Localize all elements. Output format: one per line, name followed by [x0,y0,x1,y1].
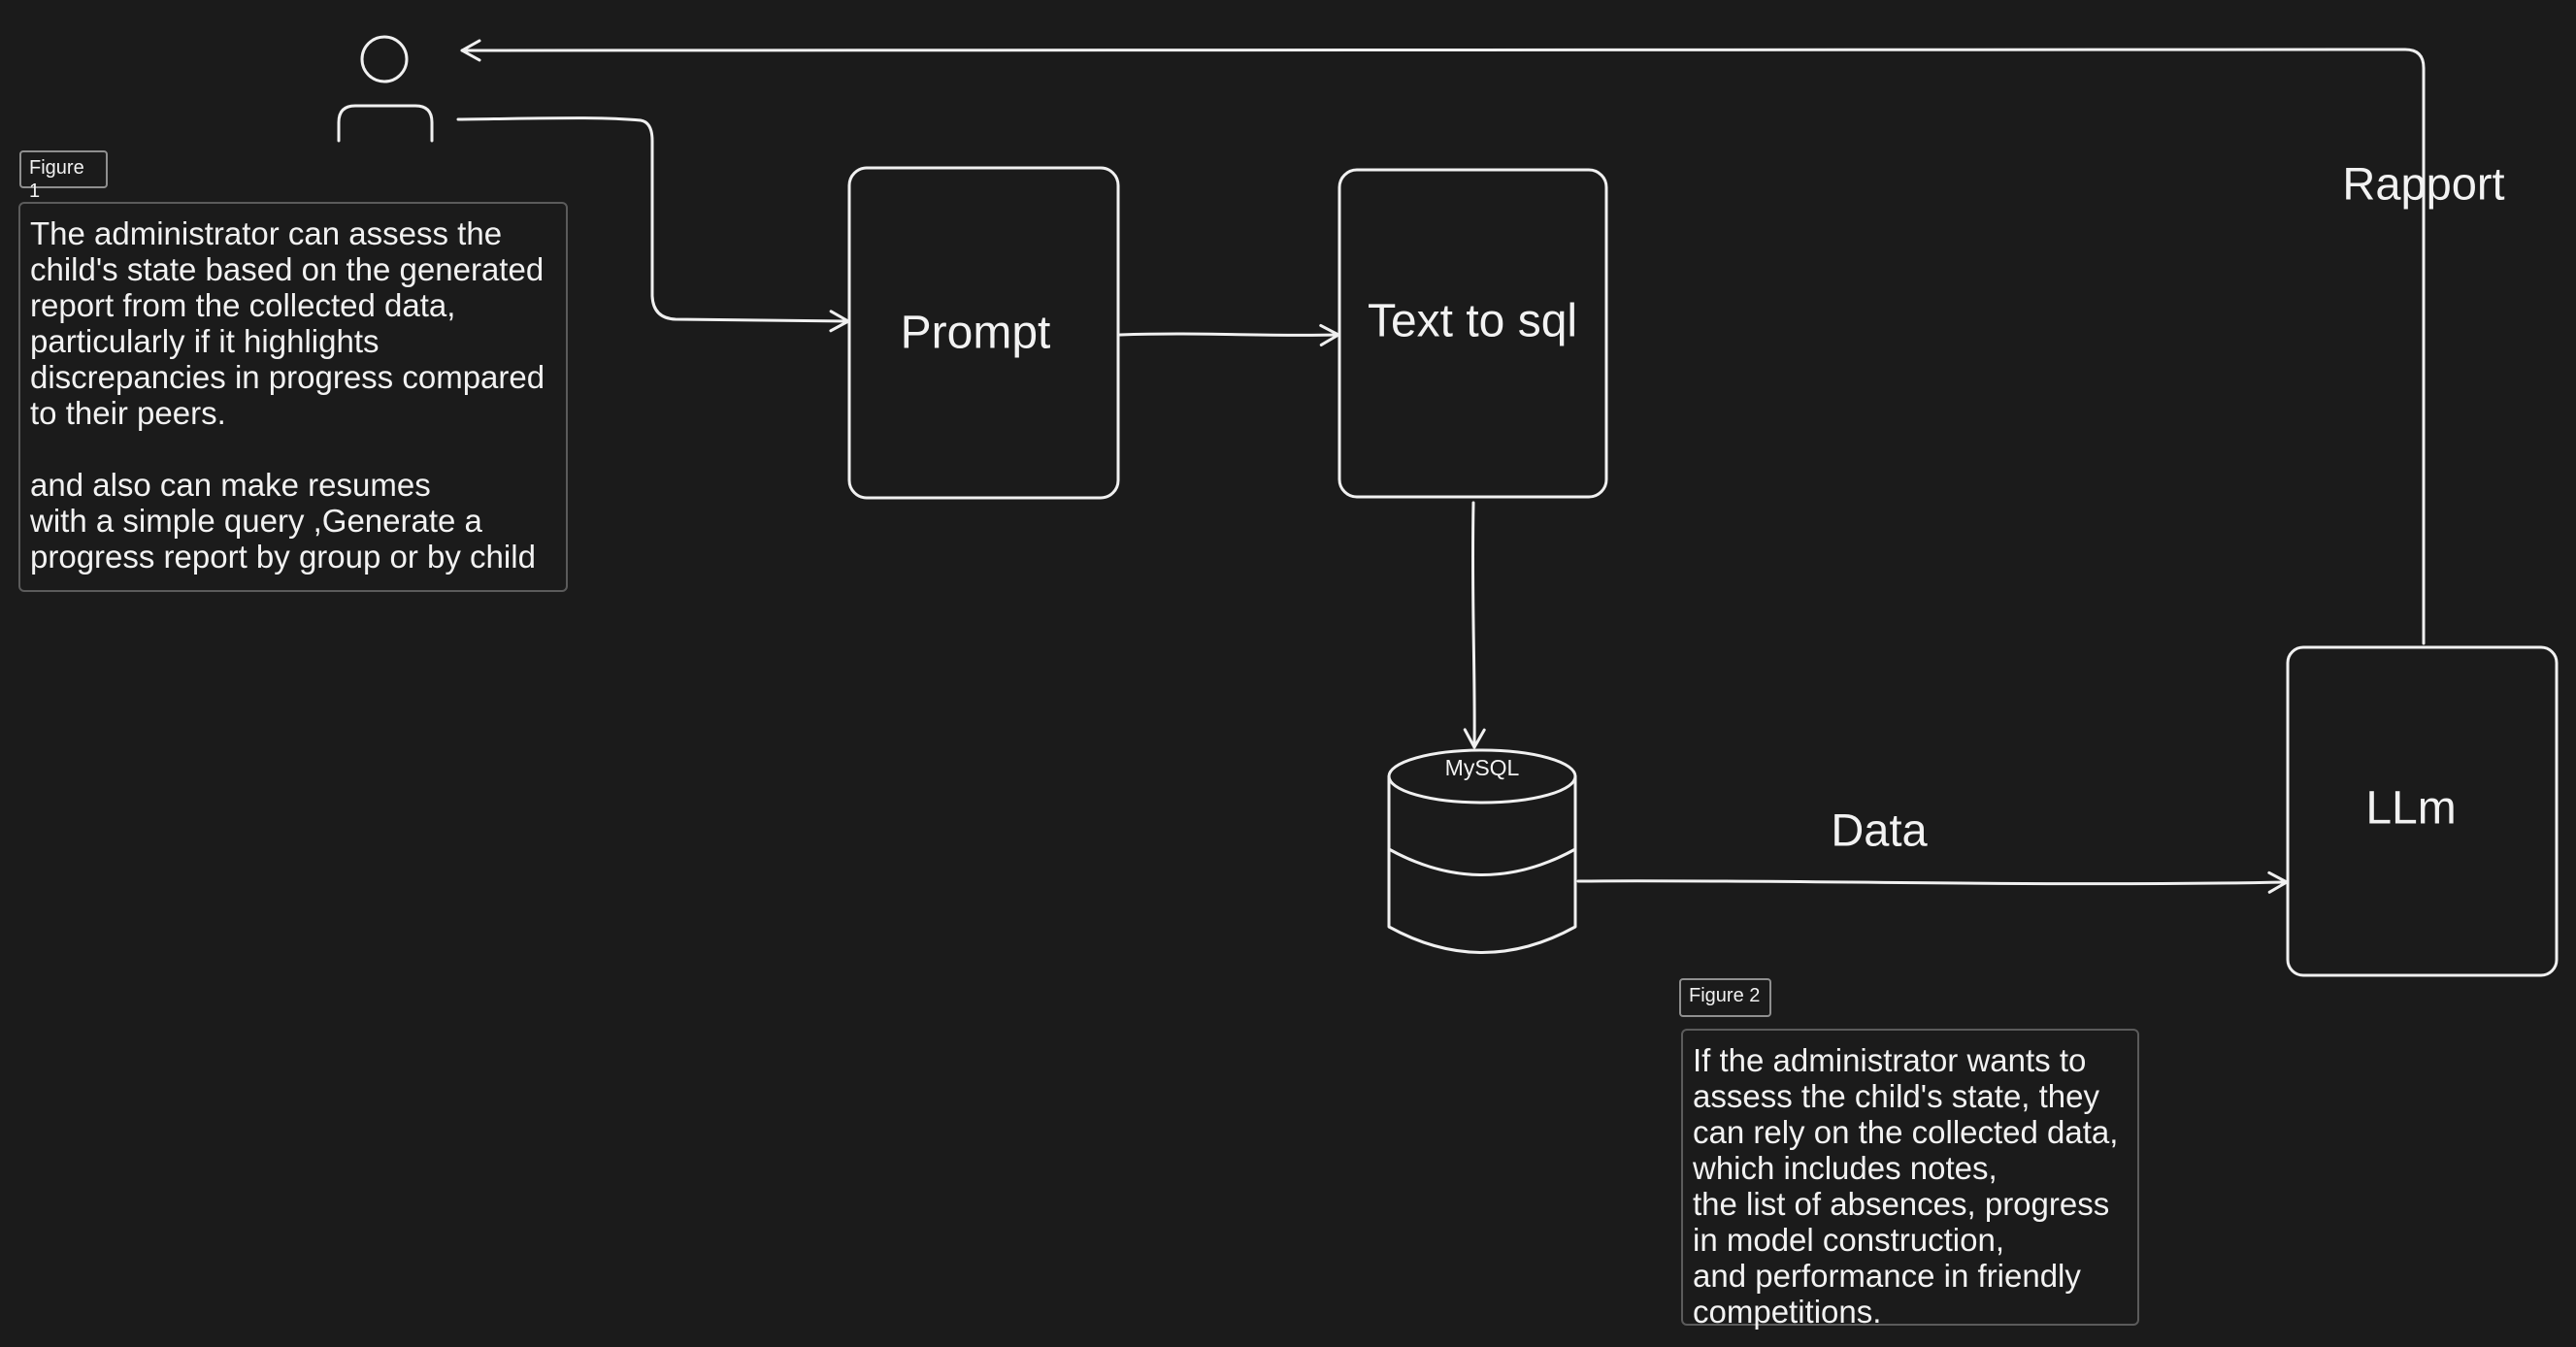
data-edge-label: Data [1831,804,1928,855]
llm-to-user-rapport-arrow [460,39,2426,645]
llm-label: LLm [2365,783,2456,835]
figure-1-note: The administrator can assess the child's… [18,202,568,592]
user-node [337,35,434,143]
user-head-icon [360,35,409,83]
rapport-edge-label: Rapport [2342,157,2504,209]
text-to-sql-box [1338,168,1608,499]
figure-2-tag: Figure 2 [1679,978,1771,1017]
llm-node: LLm [2286,645,2559,977]
llm-box [2286,645,2559,977]
figure-2-note: If the administrator wants to assess the… [1681,1029,2139,1330]
mysql-database-node: MySQL [1387,748,1577,954]
prompt-label: Prompt [901,308,1051,359]
database-middle-band [1387,847,1577,876]
text-to-sql-node: Text to sql [1338,168,1608,499]
text-to-sql-label: Text to sql [1368,296,1577,347]
prompt-box [847,166,1120,500]
user-body-icon [337,104,434,143]
database-label: MySQL [1445,755,1520,780]
database-to-llm-arrow [1576,871,2289,894]
prompt-node: Prompt [847,166,1120,500]
prompt-to-text-to-sql-arrow [1118,323,1340,346]
text-to-sql-to-database-arrow [1463,501,1486,749]
database-cylinder-body [1387,774,1577,954]
figure-1-tag: Figure 1 [19,150,108,202]
user-to-prompt-arrow [456,116,850,333]
